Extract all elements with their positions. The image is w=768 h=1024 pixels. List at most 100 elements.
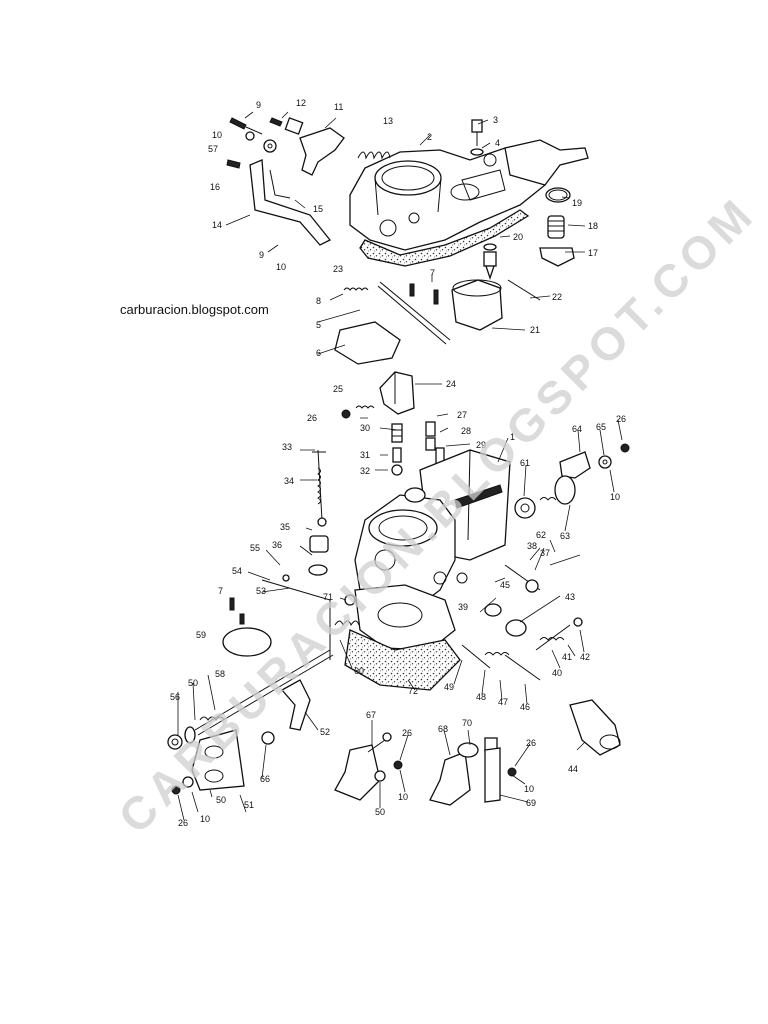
- callout-49: 49: [444, 682, 454, 692]
- callout-22: 22: [552, 292, 562, 302]
- callout-12: 12: [296, 98, 306, 108]
- choke-plate-6: [334, 321, 401, 365]
- callout-8: 8: [316, 296, 321, 306]
- callout-11: 11: [334, 102, 343, 112]
- upper-cover-assembly: [349, 139, 589, 267]
- callout-24: 24: [446, 379, 456, 389]
- callout-42: 42: [580, 652, 590, 662]
- callout-34: 34: [284, 476, 294, 486]
- callout-25: 25: [333, 384, 343, 394]
- callout-31: 31: [360, 450, 370, 460]
- spring-13: [357, 151, 391, 160]
- callout-14: 14: [212, 220, 222, 230]
- cover-gasket: [359, 209, 530, 267]
- callout-15: 15: [313, 204, 323, 214]
- callout-10c: 10: [524, 784, 534, 794]
- callout-68: 68: [438, 724, 448, 734]
- base-gasket: [344, 629, 461, 691]
- callout-10b: 10: [276, 262, 286, 272]
- callout-5: 5: [316, 320, 321, 330]
- callout-17: 17: [588, 248, 598, 258]
- callout-52: 52: [320, 727, 330, 737]
- callout-13: 13: [383, 116, 393, 126]
- callout-43: 43: [565, 592, 575, 602]
- solenoid-44: [569, 699, 621, 756]
- callout-1: 1: [510, 432, 515, 442]
- watermark: CARBURACION.BLOGSPOT.COM: [108, 186, 765, 843]
- callout-44: 44: [568, 764, 578, 774]
- callout-70: 70: [462, 718, 472, 728]
- right-side-parts: [461, 443, 630, 756]
- cover-throat-wall: [374, 177, 442, 216]
- bracket-14: [249, 159, 332, 246]
- throttle-plate-59: [222, 627, 272, 657]
- callout-72: 72: [408, 686, 418, 696]
- clip-24: [379, 371, 415, 415]
- callout-27: 27: [457, 410, 467, 420]
- callout-50a: 50: [188, 678, 198, 688]
- callout-23: 23: [333, 264, 343, 274]
- callout-10e: 10: [200, 814, 210, 824]
- callout-9a: 9: [256, 100, 261, 110]
- callout-33: 33: [282, 442, 292, 452]
- callout-50c: 50: [375, 807, 385, 817]
- callout-labels: 2 3 4 9 12 11 13 10 57 16 14 15 9 10 23 …: [170, 98, 626, 828]
- callout-62: 62: [536, 530, 546, 540]
- callout-3: 3: [493, 115, 498, 125]
- callout-29: 29: [476, 440, 486, 450]
- callout-7a: 7: [430, 268, 435, 278]
- blog-caption: carburacion.blogspot.com: [120, 302, 269, 317]
- callout-20: 20: [513, 232, 523, 242]
- callout-58: 58: [215, 669, 225, 679]
- main-body-assembly: [334, 449, 511, 691]
- middle-small-parts: [341, 371, 445, 477]
- callout-9b: 9: [259, 250, 264, 260]
- fuel-inlet-arm: [504, 139, 589, 186]
- shaft-5: [379, 281, 451, 341]
- callout-60: 60: [354, 666, 364, 676]
- callout-46: 46: [520, 702, 530, 712]
- top-small-parts: [226, 117, 575, 365]
- callout-10f: 10: [610, 492, 620, 502]
- callout-26d: 26: [178, 818, 188, 828]
- bottom-brackets: [334, 732, 517, 806]
- lever-52: [280, 679, 311, 731]
- filter-18: [547, 215, 565, 239]
- callout-41: 41: [562, 652, 572, 662]
- callout-51: 51: [244, 800, 254, 810]
- callout-39: 39: [458, 602, 468, 612]
- callout-54: 54: [232, 566, 242, 576]
- throttle-linkage: [167, 449, 334, 795]
- callout-18: 18: [588, 221, 598, 231]
- callout-69: 69: [526, 798, 536, 808]
- callout-21: 21: [530, 325, 540, 335]
- callout-26b: 26: [402, 728, 412, 738]
- float-21: [451, 279, 503, 331]
- callout-37: 37: [540, 548, 550, 558]
- callout-64: 64: [572, 424, 582, 434]
- callout-66: 66: [260, 774, 270, 784]
- callout-45: 45: [500, 580, 510, 590]
- callout-40: 40: [552, 668, 562, 678]
- callout-26a: 26: [307, 413, 317, 423]
- screw-9-top: [229, 117, 247, 130]
- callout-57: 57: [208, 144, 218, 154]
- callout-6: 6: [316, 348, 321, 358]
- callout-63: 63: [560, 531, 570, 541]
- callout-16: 16: [210, 182, 220, 192]
- callout-2: 2: [427, 132, 432, 142]
- cover-throat-inner: [381, 165, 435, 191]
- callout-47: 47: [498, 697, 508, 707]
- callout-28: 28: [461, 426, 471, 436]
- callout-67: 67: [366, 710, 376, 720]
- callout-35: 35: [280, 522, 290, 532]
- callout-50b: 50: [216, 795, 226, 805]
- callout-7b: 7: [218, 586, 223, 596]
- callout-19: 19: [572, 198, 582, 208]
- callout-10d: 10: [398, 792, 408, 802]
- callout-61: 61: [520, 458, 530, 468]
- throttle-shaft-58: [194, 649, 331, 731]
- callout-26c: 26: [526, 738, 536, 748]
